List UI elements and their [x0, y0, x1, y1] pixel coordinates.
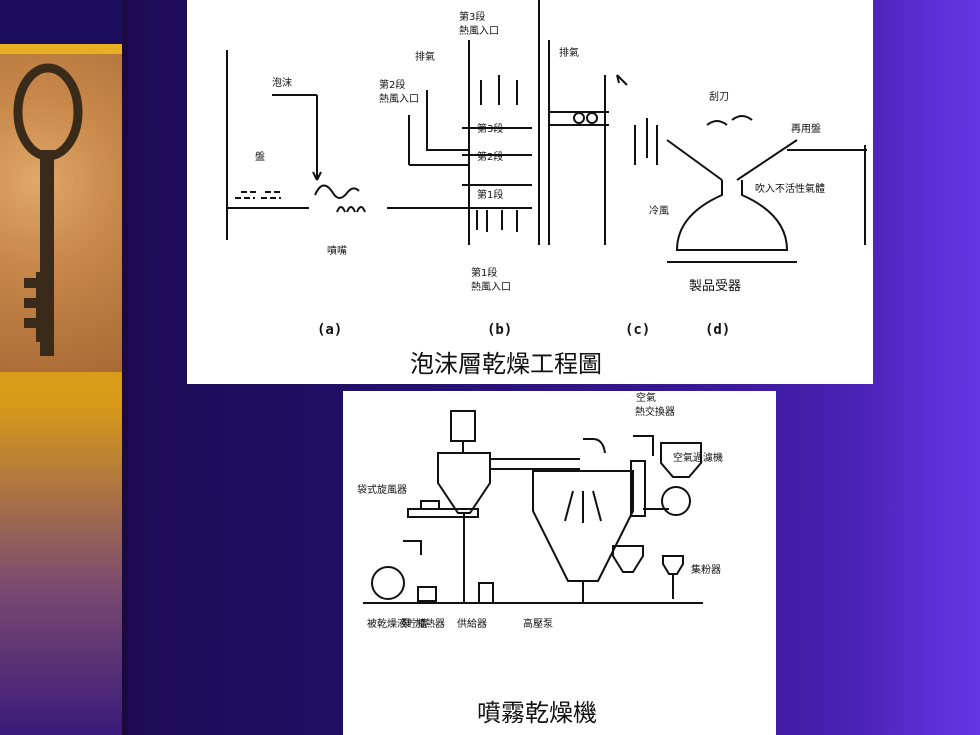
spray-caption: 噴霧乾燥機: [477, 699, 597, 727]
label-stage2-inlet-top: 第2段: [379, 78, 405, 91]
foam-drying-diagram: 泡沫 盤 噴嘴 第3段 熱風入口 排氣 排氣 第2段 熱風入口 第3段 第2段 …: [226, 0, 867, 378]
label-stage3-inlet-bottom: 熱風入口: [459, 24, 499, 37]
sidebar-strip: [0, 0, 122, 735]
label-tray: 盤: [255, 150, 265, 163]
label-hp-pump: 高壓泵: [523, 617, 553, 630]
label-stage1: 第1段: [477, 188, 503, 201]
label-stage3-inlet-top: 第3段: [459, 10, 485, 23]
label-feeder: 供給器: [457, 617, 487, 630]
subfigure-d: (d): [705, 322, 730, 338]
label-reuse-tray: 再用盤: [791, 122, 821, 135]
subfigure-a: (a): [317, 322, 342, 338]
label-stage1-inlet-top: 第1段: [471, 266, 497, 279]
label-foam: 泡沫: [272, 76, 292, 89]
label-inert-gas: 吹入不活性氣體: [755, 182, 825, 195]
label-bag-cyclone: 袋式旋風器: [357, 483, 407, 496]
foam-caption: 泡沫層乾燥工程圖: [410, 350, 602, 378]
label-air: 空氣: [636, 391, 656, 404]
spray-dryer-figure: 空氣 熱交換器 空氣過濾機 袋式旋風器 集粉器 被乾燥液貯槽 泵 加熱器 供給器…: [343, 391, 776, 735]
label-stage2-inlet-bottom: 熱風入口: [379, 92, 419, 105]
label-stage2: 第2段: [477, 150, 503, 163]
label-heater: 加熱器: [415, 617, 445, 630]
label-product-receiver: 製品受器: [689, 279, 741, 294]
label-stage3: 第3段: [477, 122, 503, 135]
subfigure-b: (b): [487, 322, 512, 338]
sidebar-top-band: [0, 0, 122, 44]
subfigure-c: (c): [625, 322, 650, 338]
label-pump: 泵: [401, 618, 411, 630]
key-illustration: [13, 63, 83, 356]
spray-dryer-diagram: 空氣 熱交換器 空氣過濾機 袋式旋風器 集粉器 被乾燥液貯槽 泵 加熱器 供給器…: [357, 391, 723, 727]
label-exhaust-2: 排氣: [559, 46, 579, 59]
label-stage1-inlet-bottom: 熱風入口: [471, 280, 511, 293]
label-powder: 集粉器: [691, 563, 721, 576]
label-air-filter: 空氣過濾機: [673, 451, 723, 464]
label-exhaust-1: 排氣: [415, 50, 435, 63]
key-photo: [0, 54, 122, 372]
label-scraper: 刮刀: [709, 90, 729, 103]
label-heat-exchanger: 熱交換器: [635, 405, 675, 418]
label-tank: 被乾燥液貯槽: [367, 617, 427, 630]
right-glow: [860, 0, 980, 735]
label-cold-air: 冷風: [649, 204, 669, 217]
label-nozzle: 噴嘴: [327, 245, 347, 257]
foam-drying-figure: 泡沫 盤 噴嘴 第3段 熱風入口 排氣 排氣 第2段 熱風入口 第3段 第2段 …: [187, 0, 873, 384]
divider-stripe: [122, 0, 128, 735]
